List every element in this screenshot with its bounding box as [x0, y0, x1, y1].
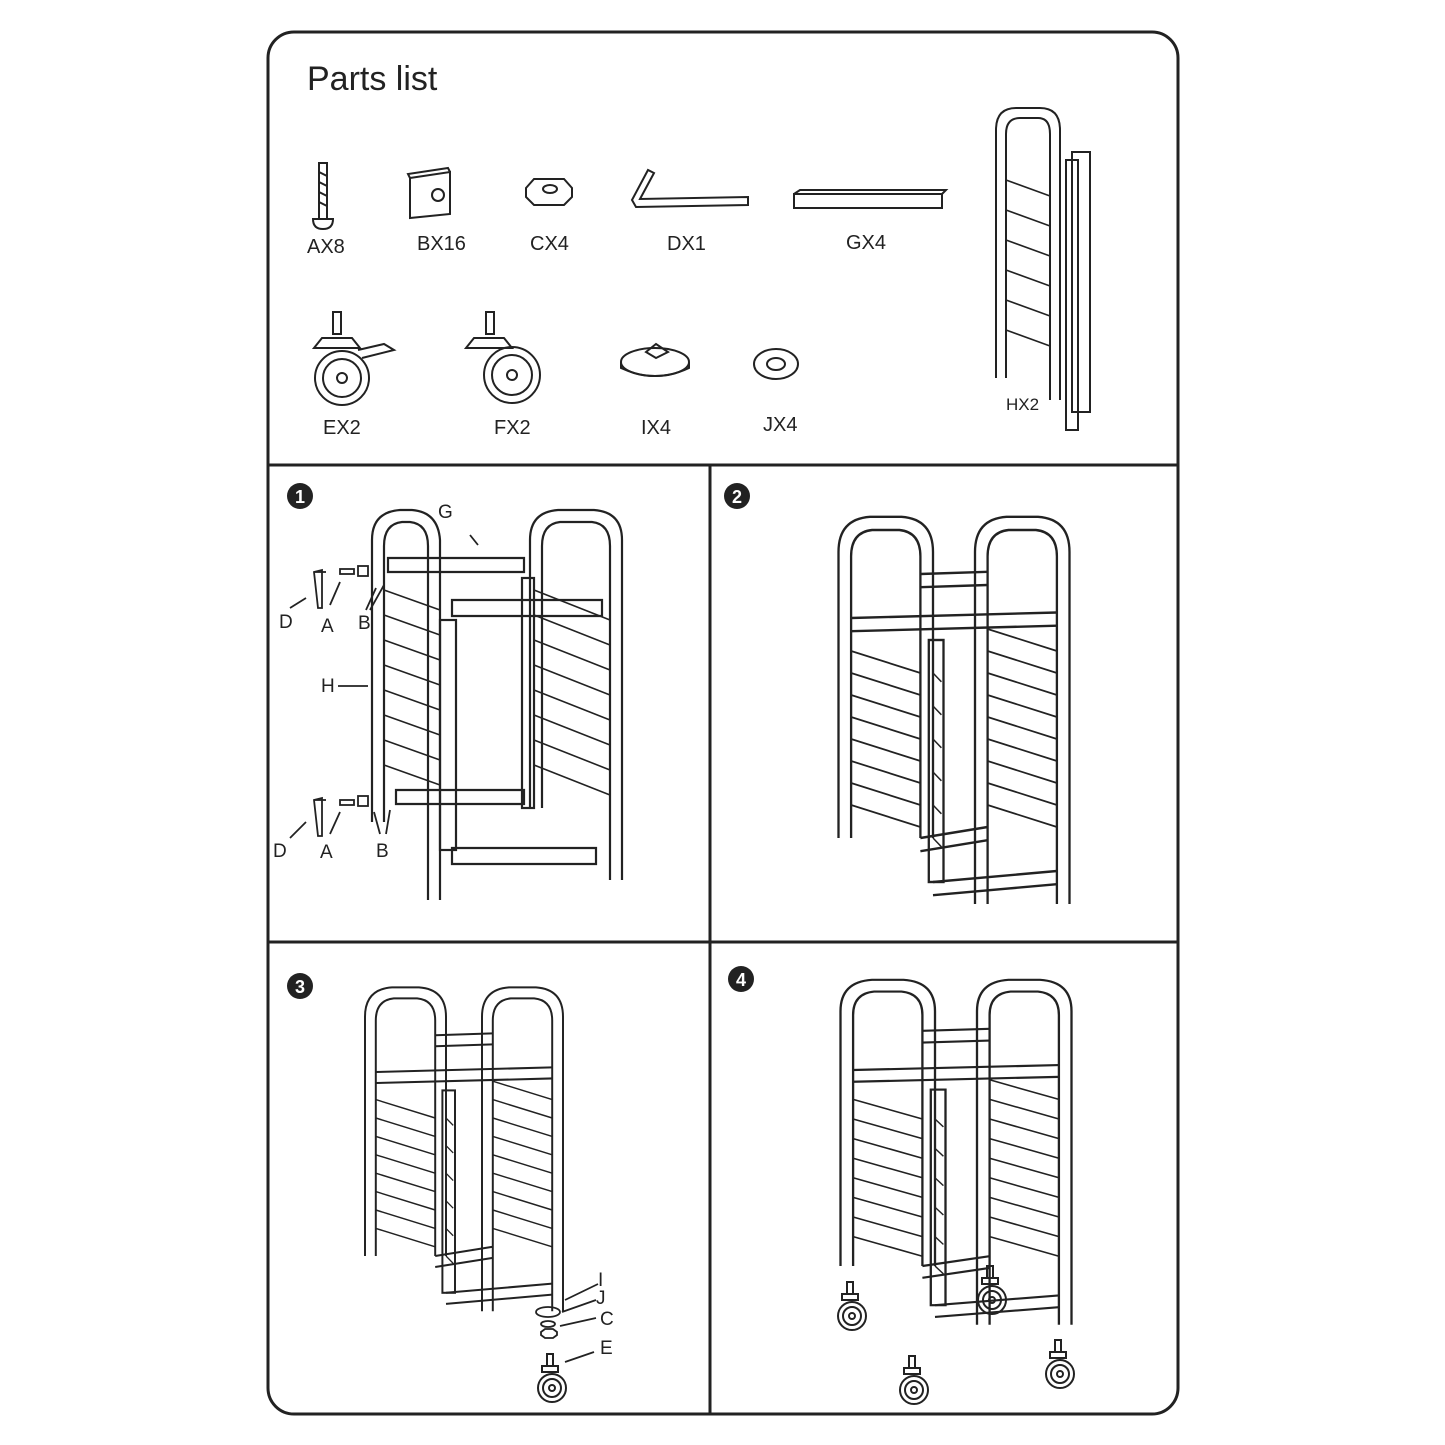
step-3-frame: [363, 986, 565, 1313]
parts-list-panel: Parts list AX8 BX16 CX4 DX1 GX: [307, 60, 1091, 439]
part-label-i: IX4: [641, 417, 671, 439]
part-label-b: BX16: [417, 233, 466, 255]
part-label-c: CX4: [530, 233, 569, 255]
braked-caster-icon: [311, 311, 397, 406]
step-4-caster-back-right: [977, 1265, 1007, 1315]
hex-key-icon: [630, 168, 749, 209]
side-frame-icon: [995, 107, 1091, 431]
step-2-panel: 2: [724, 483, 1071, 906]
step-4-finished-trolley: [839, 978, 1073, 1326]
callout-d-top: D: [279, 612, 293, 633]
step-4-caster-back-left: [837, 1281, 867, 1331]
callout-a-bottom: A: [320, 842, 333, 863]
nut-icon: [525, 178, 573, 206]
washer-icon: [753, 348, 799, 380]
svg-text:4: 4: [736, 970, 746, 990]
step-2-assembled-frame: [837, 515, 1071, 906]
callout-a-top: A: [321, 616, 334, 637]
parts-list-title: Parts list: [307, 60, 438, 98]
callout-c: C: [600, 1309, 614, 1330]
step-4-panel: 4: [728, 966, 1075, 1405]
step-1-frame-diagram: [370, 508, 624, 900]
part-label-e: EX2: [323, 417, 361, 439]
callout-b-top: B: [358, 613, 371, 634]
sheet-border: [266, 30, 1180, 1416]
step-3-number-badge: 3: [287, 973, 313, 999]
caster-icon: [463, 311, 541, 404]
step-1-hardware-top: [289, 534, 479, 687]
step-1-hardware-bottom: [289, 795, 391, 839]
step-4-number-badge: 4: [728, 966, 754, 992]
callout-d-bottom: D: [273, 841, 287, 862]
step-3-foot-parts: [535, 1283, 599, 1363]
svg-text:3: 3: [295, 977, 305, 997]
callout-h: H: [321, 676, 335, 697]
step-4-caster-front-left: [899, 1355, 929, 1405]
svg-text:2: 2: [732, 487, 742, 507]
part-label-h: HX2: [1006, 395, 1039, 414]
callout-g: G: [438, 502, 453, 523]
callout-e: E: [600, 1338, 613, 1359]
svg-text:1: 1: [295, 487, 305, 507]
part-label-a: AX8: [307, 236, 345, 258]
callout-i: I: [598, 1270, 603, 1291]
callout-j: J: [596, 1288, 606, 1309]
callout-b-bottom: B: [376, 841, 389, 862]
part-label-d: DX1: [667, 233, 706, 255]
crossbar-icon: [793, 189, 949, 209]
step-1-number-badge: 1: [287, 483, 313, 509]
part-label-j: JX4: [763, 414, 797, 436]
foot-pad-icon: [620, 342, 690, 377]
step-2-number-badge: 2: [724, 483, 750, 509]
part-label-g: GX4: [846, 232, 886, 254]
part-label-f: FX2: [494, 417, 531, 439]
step-3-caster: [537, 1353, 567, 1403]
step-4-caster-front-right: [1045, 1339, 1075, 1389]
step-3-panel: 3 I J C E: [287, 973, 614, 1403]
bolt-icon: [311, 162, 335, 231]
bracket-icon: [406, 166, 451, 220]
step-1-panel: 1: [273, 483, 624, 900]
